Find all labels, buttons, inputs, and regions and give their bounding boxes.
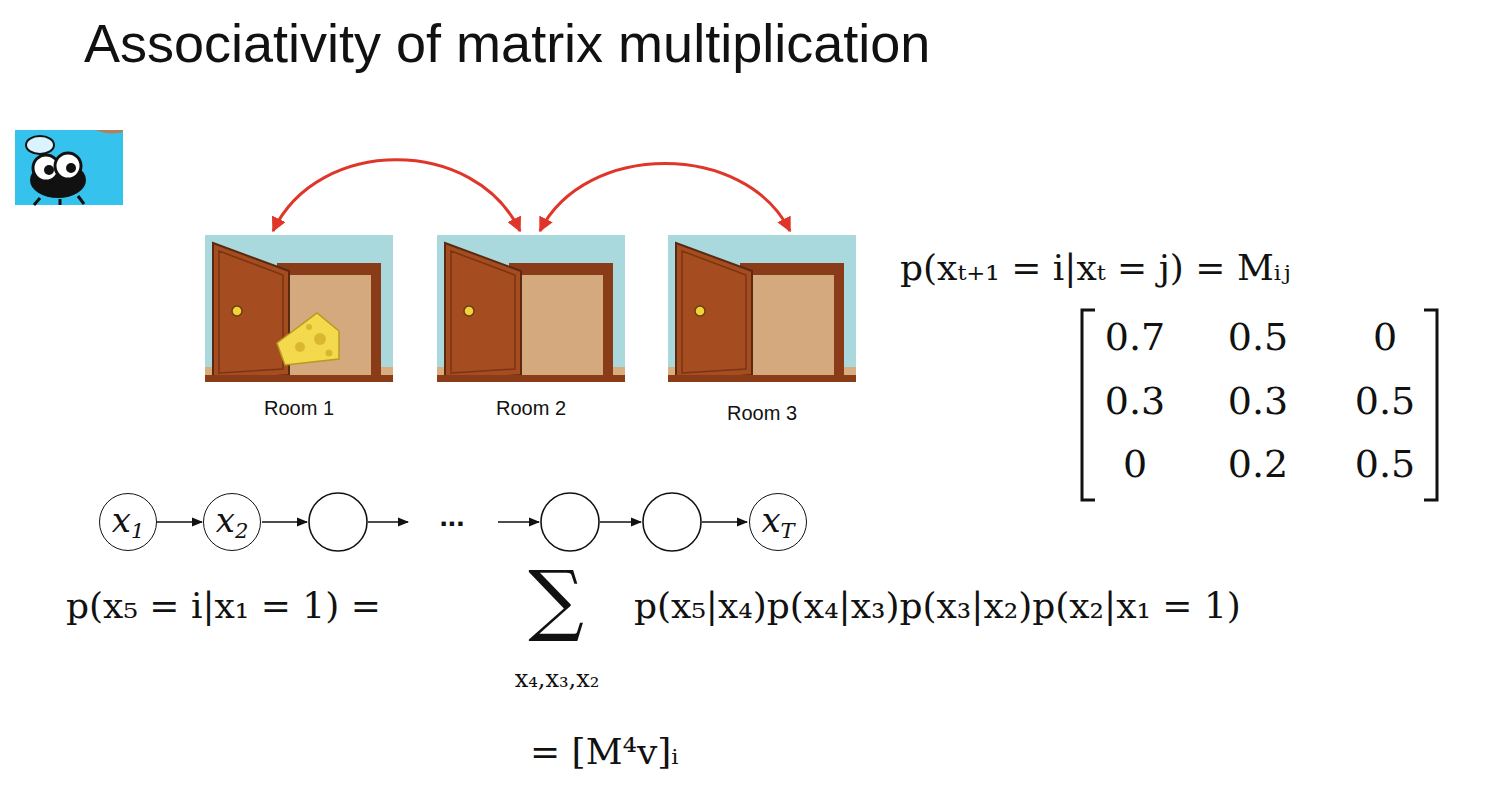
chain-arrow (157, 521, 202, 523)
slide-title: Associativity of matrix multiplication (84, 12, 930, 74)
fly-icon (15, 130, 123, 205)
math-text: p(x₅|x₄)p(x₄|x₃)p(x₃|x₂)p(x₂|x₁ = 1) (634, 585, 1241, 626)
icon-ground (15, 130, 123, 205)
baseboard (668, 375, 856, 382)
math-text: x₄,x₃,x₂ (515, 666, 600, 694)
chain-arrow (600, 521, 641, 523)
door-panel (451, 251, 515, 373)
baseboard (205, 375, 393, 382)
math-text: 0.7 (1105, 316, 1165, 360)
room-label: Room 1 (195, 397, 403, 420)
state-circle: x1 (99, 493, 157, 551)
room-wall (437, 235, 625, 382)
empty-state-circle (309, 493, 367, 551)
state-variable: xT (761, 503, 794, 541)
chain-arrow (498, 521, 539, 523)
transition-arc (273, 160, 520, 231)
fly-wing (26, 136, 54, 154)
door-frame (740, 263, 844, 375)
left-bracket (1082, 310, 1095, 500)
cheese-wedge (277, 313, 339, 365)
room-wall (205, 235, 393, 382)
room-label: Room 2 (427, 397, 635, 420)
chain-arrow (702, 521, 747, 523)
room-node: Room 2 (427, 235, 635, 420)
math-text: p(xₜ₊₁ = i|xₜ = j) = Mᵢⱼ (900, 247, 1291, 288)
room-picture (668, 235, 856, 382)
transition-arc (540, 164, 790, 232)
door-panel (682, 251, 746, 373)
fly-eye (55, 153, 81, 179)
state-circle: x2 (203, 493, 261, 551)
chain-arrow (368, 521, 408, 523)
cheese-hole (306, 324, 312, 330)
room-wall (668, 235, 856, 382)
math-text: = [M⁴v]ᵢ (530, 731, 679, 772)
empty-state-circle (643, 493, 701, 551)
empty-state-circle (541, 493, 599, 551)
door-knob (695, 306, 705, 316)
right-bracket (1424, 310, 1437, 500)
math-text: 0 (1123, 443, 1147, 487)
fly-pupil (44, 165, 54, 175)
fly-legs (34, 196, 84, 205)
fly-pupil (66, 163, 76, 173)
cheese-hole (295, 342, 305, 352)
open-door (213, 243, 289, 381)
cheese-hole (314, 333, 326, 345)
cheese-hole (326, 350, 333, 357)
math-text: 0.5 (1355, 380, 1415, 424)
door-frame (277, 263, 381, 375)
math-text: 0.5 (1355, 443, 1415, 487)
math-text: p(x₅ = i|x₁ = 1) = (66, 585, 381, 626)
state-variable: x1 (112, 503, 145, 541)
state-circle: xT (749, 493, 807, 551)
ellipsis-label: ... (439, 499, 464, 534)
door-knob (232, 306, 242, 316)
room-picture (205, 235, 393, 382)
door-panel (219, 251, 283, 373)
room-node: Room 3 (658, 235, 866, 425)
math-text: 0.3 (1228, 380, 1288, 424)
doorway (752, 275, 834, 375)
math-text: 0.5 (1228, 316, 1288, 360)
math-text: 0 (1373, 316, 1397, 360)
state-variable: x2 (216, 503, 249, 541)
open-door (676, 243, 752, 381)
open-door (445, 243, 521, 381)
math-text: 0.3 (1105, 380, 1165, 424)
chain-layout (262, 493, 747, 551)
cheese (277, 313, 339, 365)
door-frame (509, 263, 613, 375)
doorway (521, 275, 603, 375)
matrix-brackets (1082, 310, 1437, 500)
room-picture (437, 235, 625, 382)
math-text: 0.2 (1228, 443, 1288, 487)
room-label: Room 3 (658, 402, 866, 425)
door-knob (464, 306, 474, 316)
chain-arrow (262, 521, 307, 523)
icon-corner (95, 130, 123, 134)
room-node: Room 1 (195, 235, 403, 420)
math-text: ∑ (528, 555, 584, 645)
baseboard (437, 375, 625, 382)
